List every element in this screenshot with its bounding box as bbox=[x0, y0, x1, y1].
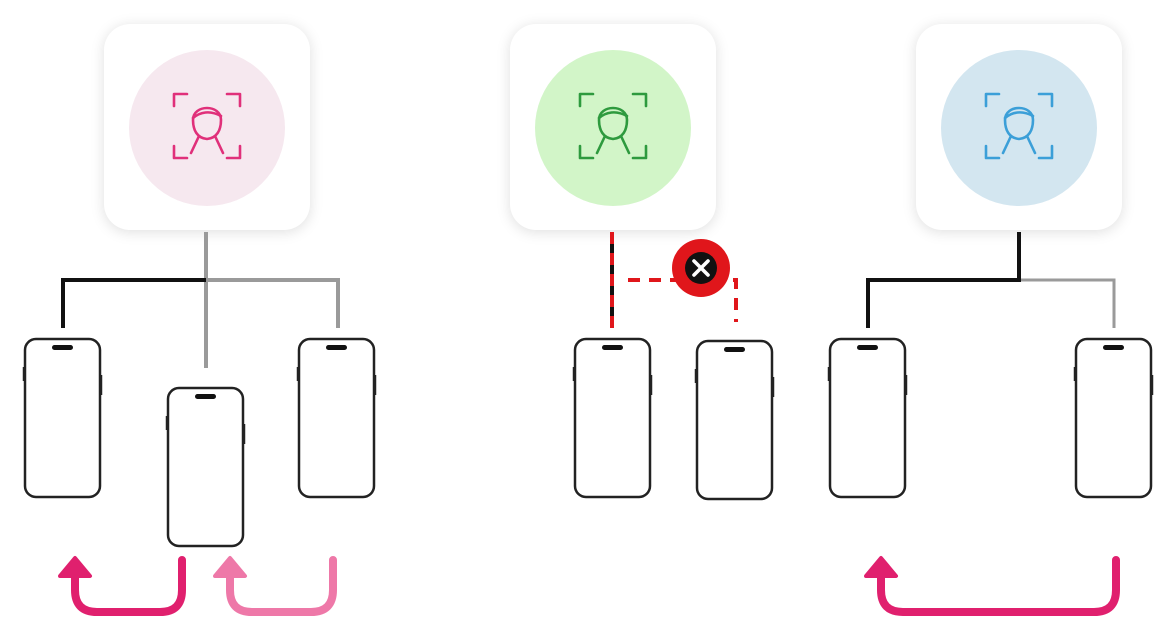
face-scan-card-pink bbox=[104, 24, 310, 230]
connector-group-3 bbox=[866, 232, 1116, 328]
connector-group-1 bbox=[61, 232, 340, 368]
smartphone-icon bbox=[1073, 337, 1154, 499]
smartphone-icon bbox=[827, 337, 908, 499]
smartphone-icon bbox=[572, 337, 653, 499]
phones bbox=[22, 337, 1154, 548]
smartphone-icon bbox=[165, 386, 246, 548]
return-arrow-icon bbox=[58, 556, 186, 616]
face-scan-icon bbox=[984, 92, 1054, 160]
connector-line-active bbox=[866, 232, 1021, 328]
face-scan-icon bbox=[578, 92, 648, 160]
connector-line-inactive bbox=[1017, 232, 1116, 328]
connector-group-2 bbox=[610, 232, 738, 330]
smartphone-icon bbox=[296, 337, 377, 499]
return-arrow-icon bbox=[213, 556, 337, 616]
face-scan-icon bbox=[172, 92, 242, 160]
face-scan-card-blue bbox=[916, 24, 1122, 230]
connector-line-blocked bbox=[628, 278, 738, 322]
smartphone-icon bbox=[694, 339, 775, 501]
connector-line-active bbox=[61, 278, 206, 328]
return-arrow-icon bbox=[864, 556, 1120, 616]
face-scan-card-green bbox=[510, 24, 716, 230]
return-arrows bbox=[58, 556, 1120, 616]
connector-line-inactive bbox=[206, 278, 340, 328]
icon-circle-blue bbox=[941, 50, 1097, 206]
smartphone-icon bbox=[22, 337, 103, 499]
icon-circle-pink bbox=[129, 50, 285, 206]
blocked-x-icon bbox=[672, 239, 730, 297]
icon-circle-green bbox=[535, 50, 691, 206]
